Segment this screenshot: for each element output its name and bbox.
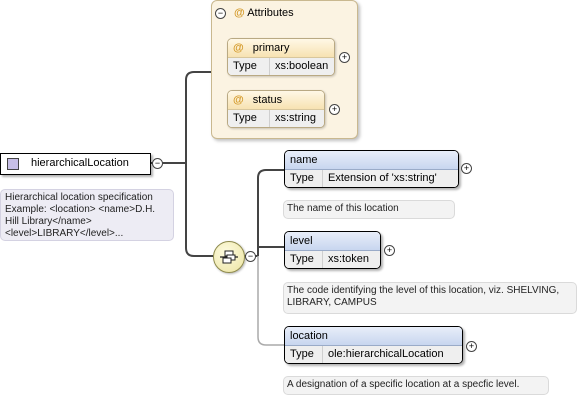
element-location-documentation: A designation of a specific location at … bbox=[283, 376, 549, 395]
element-icon bbox=[7, 158, 19, 170]
attribute-status[interactable]: @ status Type xs:string bbox=[227, 90, 325, 128]
element-header: location bbox=[285, 327, 462, 346]
attribute-name: status bbox=[252, 94, 283, 106]
attribute-name: primary bbox=[252, 42, 290, 54]
collapse-icon[interactable]: − bbox=[152, 158, 163, 169]
attribute-header: @ status bbox=[228, 91, 324, 110]
connector-attributes bbox=[185, 71, 211, 163]
attribute-header: @ primary bbox=[228, 39, 334, 58]
attributes-title: @ Attributes bbox=[234, 7, 294, 19]
attribute-primary[interactable]: @ primary Type xs:boolean bbox=[227, 38, 335, 76]
element-location[interactable]: location Type ole:hierarchicalLocation bbox=[284, 326, 463, 364]
type-key: Type bbox=[285, 346, 323, 363]
element-type-row: Type ole:hierarchicalLocation bbox=[285, 346, 462, 363]
element-name[interactable]: name Type Extension of 'xs:string' bbox=[284, 150, 459, 188]
root-element[interactable]: hierarchicalLocation bbox=[0, 153, 151, 175]
collapse-icon[interactable]: − bbox=[245, 251, 256, 262]
type-value: Extension of 'xs:string' bbox=[328, 172, 437, 184]
attribute-type-row: Type xs:string bbox=[228, 110, 324, 127]
element-header: level bbox=[285, 232, 380, 251]
type-value: xs:boolean bbox=[275, 60, 329, 72]
sequence-compositor[interactable] bbox=[213, 241, 245, 273]
attributes-title-label: Attributes bbox=[247, 7, 294, 19]
type-value: xs:token bbox=[328, 253, 369, 265]
attribute-icon: @ bbox=[234, 7, 245, 19]
connector-child-location bbox=[257, 256, 284, 346]
root-documentation: Hierarchical location specification Exam… bbox=[0, 189, 174, 241]
element-name-documentation: The name of this location bbox=[283, 200, 455, 219]
type-value: ole:hierarchicalLocation bbox=[328, 348, 444, 360]
type-key: Type bbox=[285, 170, 323, 187]
element-type-row: Type Extension of 'xs:string' bbox=[285, 170, 458, 187]
attribute-icon: @ bbox=[233, 42, 244, 54]
sequence-icon bbox=[220, 250, 238, 264]
connector-sequence bbox=[185, 163, 213, 257]
type-key: Type bbox=[228, 58, 270, 75]
expand-icon[interactable]: + bbox=[339, 52, 350, 63]
expand-icon[interactable]: + bbox=[384, 245, 395, 256]
attribute-type-row: Type xs:boolean bbox=[228, 58, 334, 75]
collapse-icon[interactable]: − bbox=[215, 8, 226, 19]
element-header: name bbox=[285, 151, 458, 170]
connector-child-name bbox=[257, 169, 284, 256]
attribute-icon: @ bbox=[233, 94, 244, 106]
element-type-row: Type xs:token bbox=[285, 251, 380, 268]
type-key: Type bbox=[228, 110, 270, 127]
expand-icon[interactable]: + bbox=[329, 104, 340, 115]
expand-icon[interactable]: + bbox=[466, 341, 477, 352]
root-element-name: hierarchicalLocation bbox=[31, 157, 129, 169]
type-value: xs:string bbox=[275, 112, 316, 124]
expand-icon[interactable]: + bbox=[461, 163, 472, 174]
element-level[interactable]: level Type xs:token bbox=[284, 231, 381, 269]
type-key: Type bbox=[285, 251, 323, 268]
element-level-documentation: The code identifying the level of this l… bbox=[283, 282, 577, 314]
